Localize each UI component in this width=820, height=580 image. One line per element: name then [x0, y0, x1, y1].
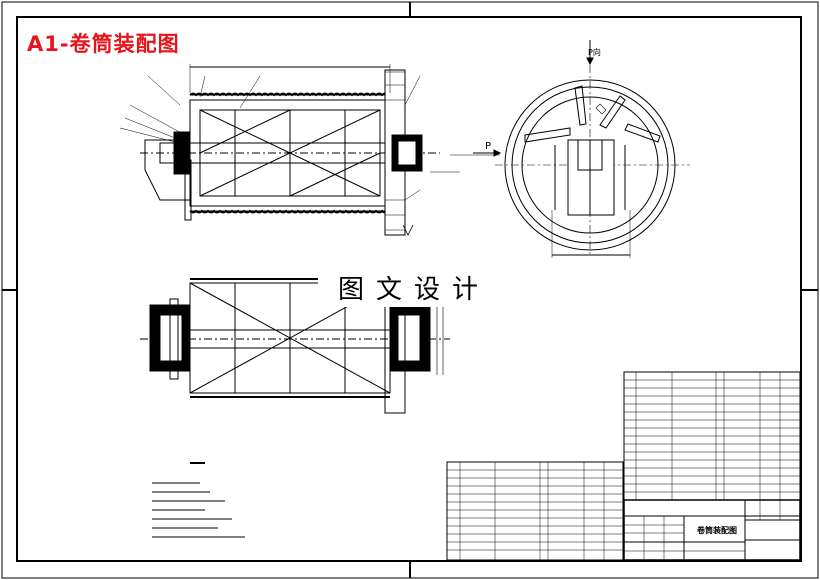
drawing-title: A1-卷筒装配图: [27, 32, 180, 56]
front-section-view: [119, 64, 500, 236]
plan-view: [140, 278, 450, 414]
title-block-name: 卷筒装配图: [697, 526, 737, 535]
parts-list-upper: [623, 371, 801, 501]
technical-notes: [152, 462, 245, 538]
watermark: 图文设计: [318, 273, 500, 307]
side-view: [473, 40, 690, 258]
parts-list-lower: [446, 461, 624, 561]
title-block: [623, 499, 801, 561]
section-label: P: [485, 141, 492, 152]
view-label: P向: [588, 48, 601, 57]
